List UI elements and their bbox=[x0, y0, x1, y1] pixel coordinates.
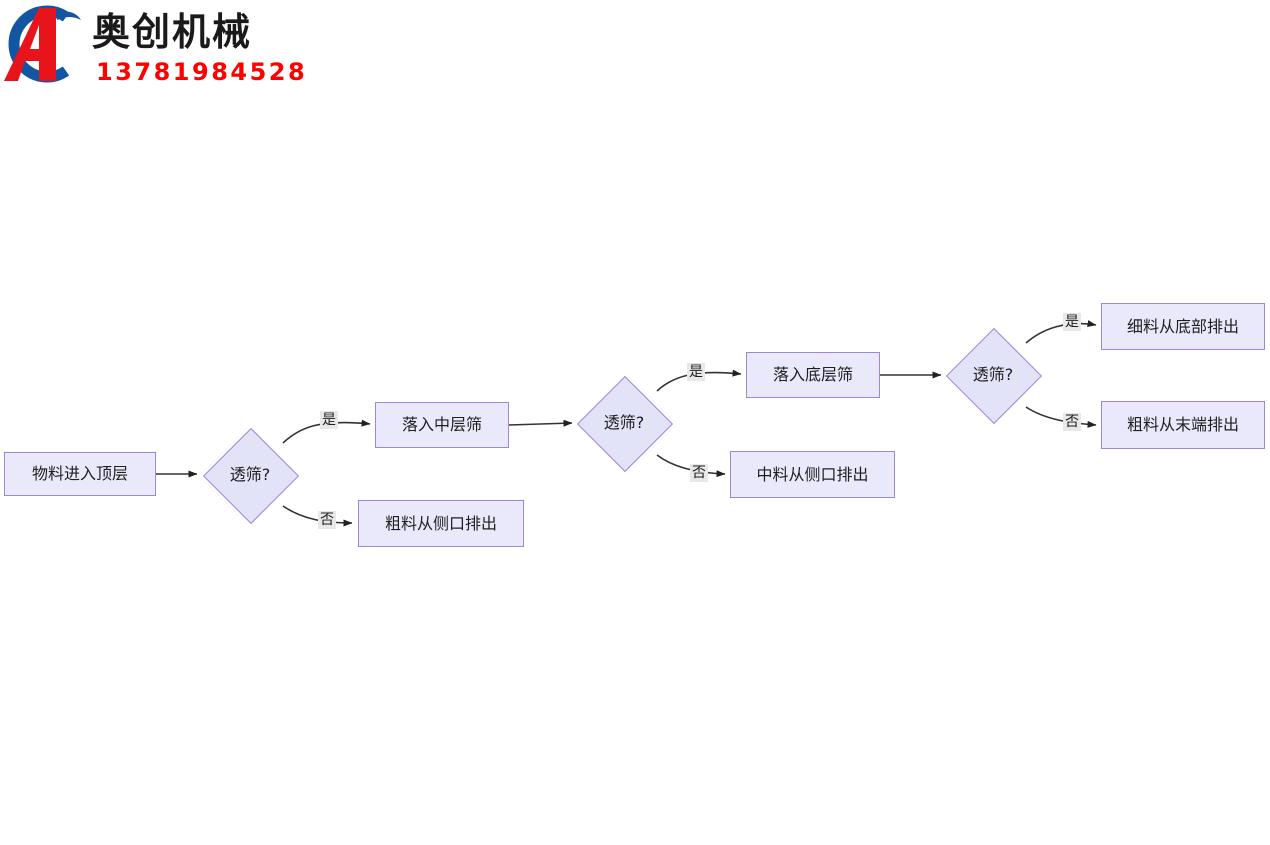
flowchart-node-n1[interactable]: 物料进入顶层 bbox=[4, 452, 156, 496]
flowchart-edge-label: 否 bbox=[690, 464, 708, 482]
flowchart-node-label: 物料进入顶层 bbox=[31, 464, 128, 484]
flowchart-node-label: 透筛? bbox=[972, 365, 1014, 385]
flowchart-node-label: 透筛? bbox=[603, 413, 645, 433]
flowchart-node-d1[interactable]: 透筛? bbox=[202, 427, 300, 525]
flowchart-edge-label: 是 bbox=[687, 363, 705, 381]
flowchart-node-n5[interactable]: 中料从侧口排出 bbox=[730, 451, 895, 498]
flowchart-node-label: 落入中层筛 bbox=[401, 415, 482, 435]
flowchart-edge-label: 否 bbox=[318, 511, 336, 529]
flowchart-node-d2[interactable]: 透筛? bbox=[576, 375, 674, 473]
flowchart-node-label: 细料从底部排出 bbox=[1126, 316, 1239, 336]
flowchart-node-d3[interactable]: 透筛? bbox=[945, 327, 1043, 425]
flowchart-edge bbox=[508, 419, 573, 427]
flowchart-node-label: 透筛? bbox=[229, 465, 271, 485]
flowchart-node-n3[interactable]: 粗料从侧口排出 bbox=[358, 500, 524, 547]
company-logo-icon bbox=[4, 3, 88, 85]
brand-header: 奥创机械 13781984528 bbox=[0, 0, 340, 100]
company-name: 奥创机械 bbox=[92, 10, 253, 54]
flowchart-node-label: 粗料从侧口排出 bbox=[384, 513, 497, 533]
flowchart-edge-label: 是 bbox=[1063, 313, 1081, 331]
flowchart-node-n4[interactable]: 落入底层筛 bbox=[746, 352, 880, 398]
flowchart-node-n6[interactable]: 细料从底部排出 bbox=[1101, 303, 1265, 350]
flowchart-node-label: 中料从侧口排出 bbox=[756, 464, 869, 484]
flowchart-node-n2[interactable]: 落入中层筛 bbox=[375, 402, 509, 448]
flowchart-edge-label: 是 bbox=[320, 411, 338, 429]
flowchart-node-n7[interactable]: 粗料从末端排出 bbox=[1101, 401, 1265, 449]
flowchart-node-label: 落入底层筛 bbox=[772, 365, 853, 385]
flowchart-node-label: 粗料从末端排出 bbox=[1126, 415, 1239, 435]
company-phone-number: 13781984528 bbox=[96, 58, 308, 86]
flowchart-edge-label: 否 bbox=[1063, 413, 1081, 431]
